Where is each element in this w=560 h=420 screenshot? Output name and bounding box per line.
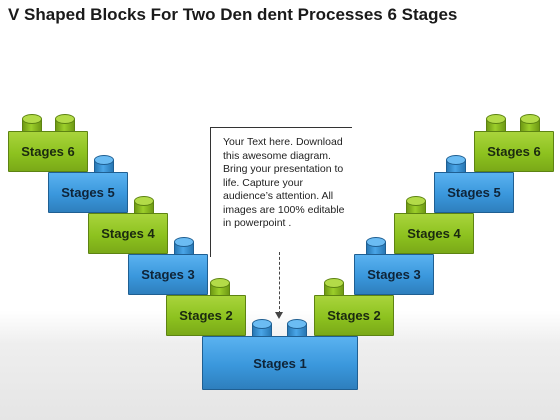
stage-2-left-block: Stages 2 — [166, 295, 246, 336]
arrow-head-icon — [275, 312, 283, 319]
stage-2-left-label: Stages 2 — [179, 308, 233, 323]
stage-5-left-block: Stages 5 — [48, 172, 128, 213]
block-stud — [324, 278, 344, 295]
dashed-down-arrow-icon — [279, 252, 280, 314]
stage-6-left-label: Stages 6 — [21, 144, 75, 159]
stage-3-right-label: Stages 3 — [367, 267, 421, 282]
stage-5-right-block: Stages 5 — [434, 172, 514, 213]
stage-4-left-label: Stages 4 — [101, 226, 155, 241]
stage-2-right-label: Stages 2 — [327, 308, 381, 323]
stage-2-right-block: Stages 2 — [314, 295, 394, 336]
stage-6-right-label: Stages 6 — [487, 144, 541, 159]
stage-4-right-block: Stages 4 — [394, 213, 474, 254]
stage-1-block: Stages 1 — [202, 336, 358, 390]
stage-4-right-label: Stages 4 — [407, 226, 461, 241]
block-stud — [134, 196, 154, 213]
block-stud — [22, 114, 42, 131]
stage-4-left-block: Stages 4 — [88, 213, 168, 254]
block-stud — [366, 237, 386, 254]
stage-5-right-label: Stages 5 — [447, 185, 501, 200]
block-stud — [446, 155, 466, 172]
stage-6-right-block: Stages 6 — [474, 131, 554, 172]
stage-5-left-label: Stages 5 — [61, 185, 115, 200]
page-title: V Shaped Blocks For Two Den dent Process… — [8, 5, 458, 24]
block-stud — [210, 278, 230, 295]
stage-3-right-block: Stages 3 — [354, 254, 434, 295]
block-stud — [287, 319, 307, 336]
block-stud — [520, 114, 540, 131]
stage-6-left-block: Stages 6 — [8, 131, 88, 172]
block-stud — [94, 155, 114, 172]
block-stud — [406, 196, 426, 213]
note-text: Your Text here. Download this awesome di… — [223, 136, 345, 229]
stage-3-left-block: Stages 3 — [128, 254, 208, 295]
block-stud — [55, 114, 75, 131]
stage-1-label: Stages 1 — [253, 355, 307, 371]
block-stud — [174, 237, 194, 254]
block-stud — [252, 319, 272, 336]
text-note: Your Text here. Download this awesome di… — [210, 127, 352, 257]
stage-3-left-label: Stages 3 — [141, 267, 195, 282]
block-stud — [486, 114, 506, 131]
